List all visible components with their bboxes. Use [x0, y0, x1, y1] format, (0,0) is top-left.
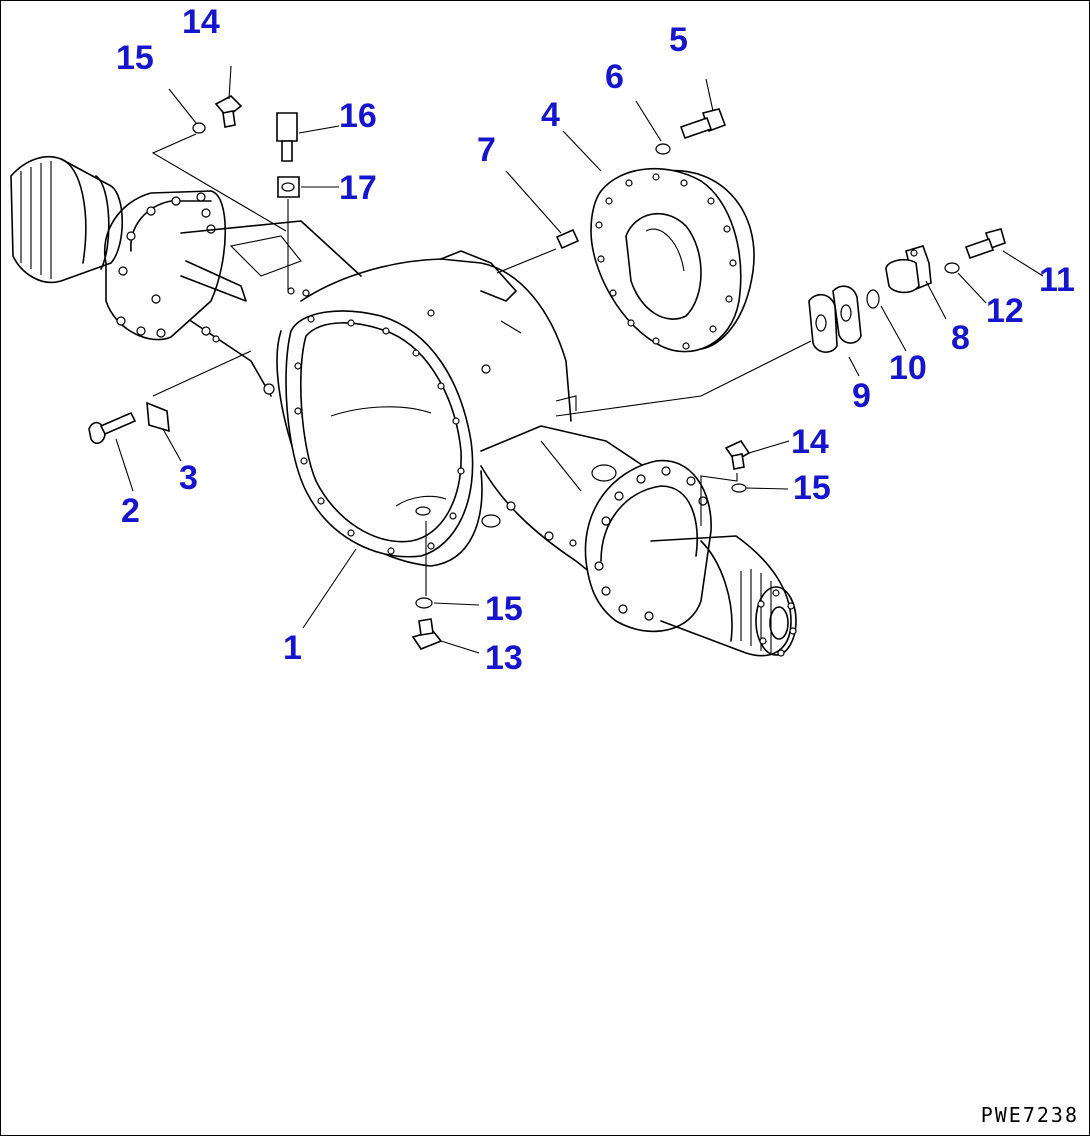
callout-7: 7 [477, 131, 496, 169]
callout-8: 8 [951, 319, 970, 357]
right-axle-spindle [650, 535, 797, 657]
callout-17: 17 [339, 169, 377, 207]
leader-lines [115, 65, 1044, 654]
part-11-bolt [964, 228, 1006, 260]
part-14-plug-right [724, 439, 751, 470]
part-2-bolt [88, 411, 137, 445]
callout-14-right: 14 [791, 423, 829, 461]
left-hub-flange [103, 190, 227, 341]
part-3-plate [146, 401, 170, 433]
callout-6: 6 [605, 58, 624, 96]
part-14-plug-top [214, 95, 243, 128]
part-9-gaskets [808, 285, 862, 353]
callout-16: 16 [339, 97, 377, 135]
right-housing-arm [480, 395, 652, 582]
callout-5: 5 [669, 21, 688, 59]
part-13-drain-plug [411, 618, 443, 650]
callout-4: 4 [541, 96, 560, 134]
part-15-seal-right [731, 483, 747, 493]
part-4-cover-flange [590, 167, 755, 353]
callout-3: 3 [179, 459, 198, 497]
callout-2: 2 [121, 492, 140, 530]
part-5-bolt [679, 108, 727, 140]
callout-13: 13 [485, 639, 523, 677]
part-17-fitting [277, 176, 300, 198]
callout-15-right: 15 [793, 469, 831, 507]
center-housing [276, 250, 572, 567]
callout-9: 9 [852, 377, 871, 415]
callout-10: 10 [889, 349, 927, 387]
part-8-flange-fitting [885, 245, 932, 294]
callout-14-top: 14 [182, 3, 220, 41]
callout-1: 1 [283, 629, 302, 667]
part-10-o-ring [866, 289, 880, 309]
callout-15-bottom: 15 [485, 590, 523, 628]
part-16-fitting [276, 112, 298, 162]
part-6-washer [655, 143, 671, 155]
right-hub-flange [584, 459, 712, 633]
callout-11: 11 [1039, 261, 1075, 299]
part-7-pin [555, 228, 580, 250]
part-15-seal-top [192, 122, 206, 134]
callout-15-top: 15 [116, 39, 154, 77]
left-axle-spindle [10, 155, 124, 284]
drawing-code: PWE7238 [980, 1103, 1079, 1127]
left-housing-arm [180, 220, 362, 397]
part-12-washer [944, 262, 960, 274]
callout-12: 12 [986, 292, 1024, 330]
part-15-seal-bottom [415, 597, 433, 609]
